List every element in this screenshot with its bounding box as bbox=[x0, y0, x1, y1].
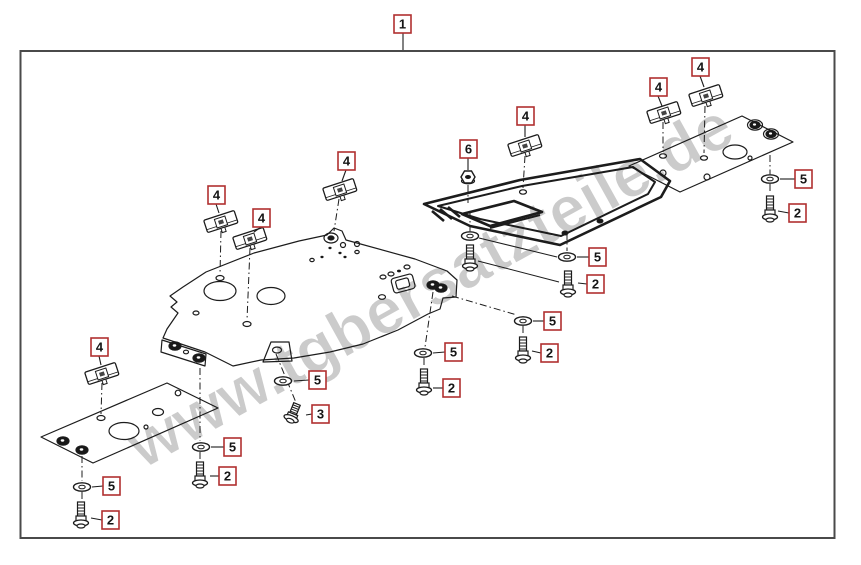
callout-number: 4 bbox=[213, 188, 221, 203]
washer-part bbox=[513, 316, 533, 326]
callout-number: 2 bbox=[546, 346, 553, 361]
callout-4[interactable]: 4 bbox=[516, 106, 535, 137]
callout-4[interactable]: 4 bbox=[252, 208, 271, 233]
washer-part bbox=[413, 348, 433, 358]
callout-5[interactable]: 5 bbox=[577, 247, 607, 267]
reference-lines bbox=[477, 237, 560, 283]
callout-number: 4 bbox=[697, 60, 705, 75]
callout-number: 4 bbox=[96, 340, 104, 355]
callout-number: 5 bbox=[549, 314, 556, 329]
clip-nut-part bbox=[646, 101, 682, 125]
front-skid-plate bbox=[40, 382, 219, 464]
callout-number: 4 bbox=[343, 154, 351, 169]
bolt-part bbox=[559, 270, 577, 298]
callout-4[interactable]: 4 bbox=[649, 77, 668, 107]
bolt-part bbox=[72, 501, 90, 529]
callout-5[interactable]: 5 bbox=[780, 169, 813, 189]
callout-3[interactable]: 3 bbox=[305, 404, 330, 424]
clip-nut-part bbox=[84, 362, 120, 386]
callout-number: 4 bbox=[258, 211, 266, 226]
callout-number: 3 bbox=[317, 407, 324, 422]
callout-2[interactable]: 2 bbox=[210, 466, 237, 486]
callout-number: 6 bbox=[465, 142, 472, 157]
callout-2[interactable]: 2 bbox=[433, 378, 461, 398]
callout-number: 5 bbox=[108, 479, 115, 494]
callout-number: 5 bbox=[314, 373, 321, 388]
callout-number: 4 bbox=[522, 109, 530, 124]
callout-6[interactable]: 6 bbox=[459, 139, 478, 170]
center-axes bbox=[81, 105, 771, 500]
rear-skid-plate bbox=[628, 115, 794, 193]
main-skid-plate bbox=[160, 227, 458, 367]
clip-nut-part bbox=[507, 134, 543, 158]
callout-5[interactable]: 5 bbox=[211, 437, 242, 457]
callout-number: 2 bbox=[107, 513, 114, 528]
callout-2[interactable]: 2 bbox=[777, 203, 807, 223]
callout-2[interactable]: 2 bbox=[577, 274, 605, 294]
callout-number: 1 bbox=[399, 17, 406, 32]
bolt-part bbox=[761, 195, 779, 223]
callout-4[interactable]: 4 bbox=[337, 151, 356, 182]
callout-number: 2 bbox=[592, 277, 599, 292]
washer-part bbox=[191, 442, 211, 452]
callout-number: 2 bbox=[448, 381, 455, 396]
fastener-parts bbox=[72, 84, 780, 529]
clip-nut-part bbox=[203, 210, 239, 234]
callout-5[interactable]: 5 bbox=[533, 311, 562, 331]
washer-part bbox=[72, 482, 92, 492]
washer-part bbox=[273, 376, 293, 386]
bolt-part bbox=[191, 461, 209, 489]
callout-2[interactable]: 2 bbox=[531, 343, 559, 363]
callout-number: 2 bbox=[794, 206, 801, 221]
callout-5[interactable]: 5 bbox=[91, 476, 121, 496]
bolt-part bbox=[283, 401, 302, 424]
callouts: 1 4 4 4 4 4 4 4 6 5 2 5 2 5 2 5 2 5 3 5 2 5 2 bbox=[90, 14, 813, 530]
callout-number: 2 bbox=[224, 469, 231, 484]
callout-number: 5 bbox=[229, 440, 236, 455]
callout-5[interactable]: 5 bbox=[293, 370, 327, 390]
callout-4[interactable]: 4 bbox=[207, 185, 226, 214]
callout-4[interactable]: 4 bbox=[691, 57, 710, 88]
callout-number: 5 bbox=[800, 172, 807, 187]
callout-number: 5 bbox=[450, 345, 457, 360]
callout-5[interactable]: 5 bbox=[432, 342, 463, 362]
callout-1[interactable]: 1 bbox=[393, 14, 412, 50]
diagram-border bbox=[19, 50, 836, 539]
clip-nut-part bbox=[232, 227, 268, 251]
clip-nut-part bbox=[688, 84, 724, 108]
bolt-part bbox=[415, 368, 433, 396]
bolt-part bbox=[514, 336, 532, 364]
bolt-part bbox=[461, 244, 479, 272]
line-art bbox=[40, 105, 794, 500]
washer-part bbox=[760, 174, 780, 184]
washer-part bbox=[557, 252, 577, 262]
hex-nut-part bbox=[460, 170, 476, 185]
callout-number: 5 bbox=[594, 250, 601, 265]
callout-2[interactable]: 2 bbox=[90, 510, 120, 530]
washer-part bbox=[460, 231, 480, 241]
clip-nut-part bbox=[322, 178, 358, 202]
middle-rear-plate bbox=[422, 157, 672, 247]
callout-number: 4 bbox=[655, 80, 663, 95]
callout-4[interactable]: 4 bbox=[90, 337, 109, 366]
